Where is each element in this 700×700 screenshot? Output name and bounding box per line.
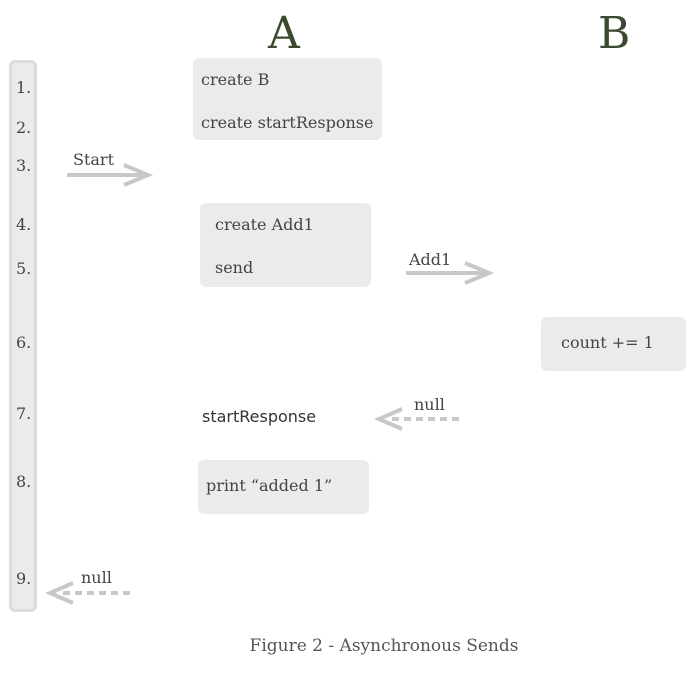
start-arrow-label: Start — [73, 150, 115, 169]
create-box: create B create startResponse — [193, 58, 382, 140]
send-box: create Add1 send — [200, 203, 371, 287]
null-arrow-label-2: null — [81, 568, 112, 587]
create-add1-text: create Add1 — [215, 215, 314, 234]
step-number-7: 7. — [16, 404, 32, 423]
count-increment-text: count += 1 — [561, 333, 654, 352]
step-rail — [9, 60, 37, 612]
step-number-8: 8. — [16, 472, 32, 491]
step-number-5: 5. — [16, 259, 32, 278]
column-header-a: A — [268, 8, 300, 59]
null-return-arrow-2 — [44, 581, 131, 605]
print-added-text: print “added 1” — [206, 476, 333, 495]
add1-arrow-label: Add1 — [409, 250, 452, 269]
create-b-text: create B — [201, 70, 270, 89]
step-number-6: 6. — [16, 333, 32, 352]
step-number-3: 3. — [16, 156, 32, 175]
print-box: print “added 1” — [198, 460, 369, 514]
figure-caption: Figure 2 - Asynchronous Sends — [249, 636, 519, 656]
step-number-1: 1. — [16, 78, 32, 97]
null-arrow-label-1: null — [414, 395, 445, 414]
null-return-arrow-1 — [373, 407, 460, 431]
step-number-2: 2. — [16, 118, 32, 137]
step-number-4: 4. — [16, 215, 32, 234]
step-number-9: 9. — [16, 569, 32, 588]
start-arrow — [67, 163, 154, 187]
send-text: send — [215, 258, 254, 277]
add1-arrow — [406, 261, 495, 285]
column-header-b: B — [598, 8, 631, 59]
count-box: count += 1 — [541, 317, 686, 371]
start-response-label: startResponse — [202, 407, 317, 426]
create-start-response-text: create startResponse — [201, 113, 374, 132]
